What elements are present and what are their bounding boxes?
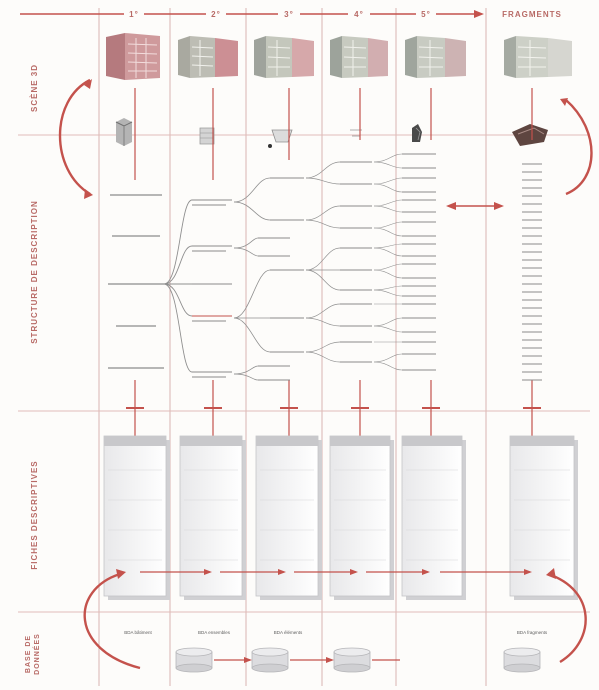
- fiche-card-3: [255, 435, 322, 600]
- database-icon-3: [333, 647, 371, 673]
- tree-level-2: [192, 199, 232, 378]
- fiche-card-5: [401, 435, 466, 600]
- component-icon-2: [199, 127, 215, 145]
- database-icon-4: [503, 647, 541, 673]
- component-icon-5: [412, 124, 422, 142]
- fiches-label: FICHES DESCRIPTIVES: [30, 460, 39, 569]
- fiche-card-4: [329, 435, 394, 600]
- scene-3d-label: SCÈNE 3D: [30, 64, 39, 112]
- database-icon-1: [175, 647, 213, 673]
- building-render-5: [405, 36, 466, 78]
- tree-level-5: [402, 153, 436, 371]
- level-label-bg: [124, 8, 144, 19]
- level-labels: 1° 2° 3° 4° 5° FRAGMENTS: [124, 8, 562, 19]
- component-icon-1: [115, 118, 133, 146]
- level-label-bg: [416, 8, 436, 19]
- structure-tree: [108, 153, 542, 381]
- database-label: BDA fragments: [517, 630, 548, 635]
- base-label-line1: BASE DE: [25, 635, 32, 673]
- fiche-card-2: [179, 435, 246, 600]
- structure-label: STRUCTURE DE DESCRIPTION: [30, 200, 39, 344]
- fragments-link-arrow: [446, 202, 504, 210]
- row-labels: SCÈNE 3D STRUCTURE DE DESCRIPTION FICHES…: [25, 64, 41, 675]
- header-arrow: [20, 10, 484, 18]
- fiche-link-arrows: [140, 569, 532, 575]
- tree-branches-4-5: [373, 153, 403, 371]
- curve-arrow-left: [58, 78, 91, 196]
- component-icon-3: [268, 129, 293, 148]
- curve-arrow-right: [565, 99, 593, 196]
- tree-level-4: [340, 161, 372, 363]
- base-curve-arrows: [83, 568, 587, 670]
- level-1-label: 1°: [129, 10, 139, 19]
- tree-branches-2-3: [233, 177, 271, 381]
- level-label-bg: [348, 8, 370, 19]
- database-label: BDA ensembles: [198, 630, 231, 635]
- building-renders: [106, 33, 572, 80]
- building-render-3: [254, 36, 314, 78]
- database-cylinders: [175, 647, 541, 673]
- database-label: BDA bâtiment: [124, 630, 152, 635]
- scene-curve-arrows: [58, 78, 593, 199]
- row-dividers: [18, 134, 590, 613]
- base-label-line2: DONNÉES: [32, 633, 41, 675]
- level-label-bg: [278, 8, 300, 19]
- level-3-label: 3°: [284, 10, 294, 19]
- level-label-bg: [206, 8, 226, 19]
- fragments-label: FRAGMENTS: [502, 10, 562, 19]
- tree-level-3: [258, 177, 304, 381]
- fragments-list: [522, 163, 542, 381]
- tree-branches-1-2: [163, 199, 193, 373]
- level-4-label: 4°: [354, 10, 364, 19]
- database-labels: BDA bâtiment BDA ensembles BDA éléments …: [124, 630, 548, 635]
- fiche-markers: [126, 407, 541, 409]
- component-icon-fragments: [512, 124, 548, 146]
- column-dividers: [98, 8, 487, 686]
- curve-arrow-base-left: [83, 572, 141, 670]
- level-arrow-head: [474, 10, 484, 18]
- fiche-card-1: [103, 435, 170, 600]
- level-2-label: 2°: [211, 10, 221, 19]
- tree-branches-3-4: [305, 161, 341, 363]
- level-5-label: 5°: [421, 10, 431, 19]
- building-render-fragments: [504, 36, 572, 78]
- fiche-cards: [103, 435, 578, 600]
- database-label: BDA éléments: [274, 630, 303, 635]
- building-render-4: [330, 36, 388, 78]
- building-render-1: [106, 33, 160, 80]
- curve-arrow-base-right: [547, 572, 587, 664]
- fiche-card-fragments: [509, 435, 578, 600]
- building-render-2: [178, 36, 238, 78]
- database-links: [214, 657, 400, 663]
- component-icons: [115, 118, 548, 148]
- tree-level-1: [108, 194, 164, 369]
- database-icon-2: [251, 647, 289, 673]
